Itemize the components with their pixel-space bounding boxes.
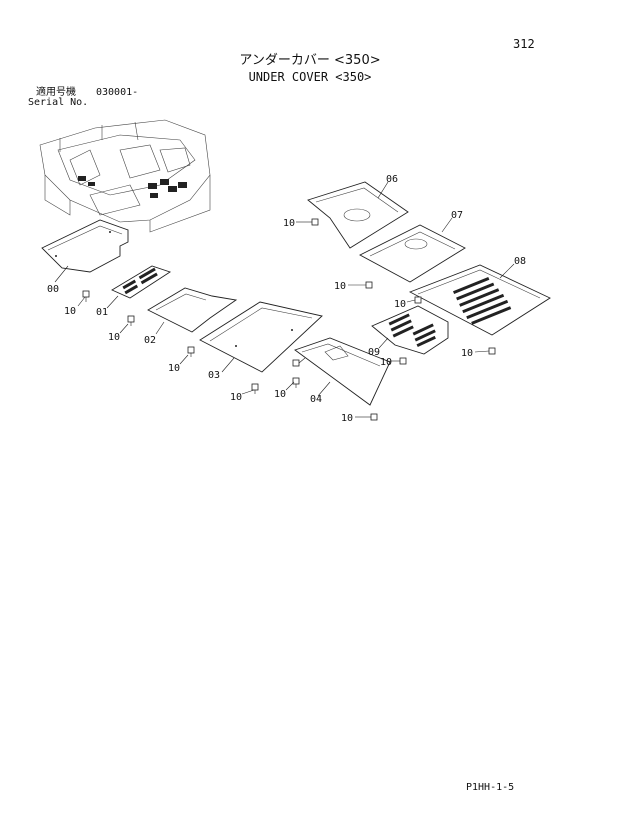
part-09-vent-plate — [371, 305, 449, 355]
part-07-cover-plate — [359, 224, 466, 283]
callout-10: 10 — [334, 281, 346, 292]
page-number: 312 — [513, 37, 535, 51]
bolt-icon — [414, 296, 422, 304]
bolt-icon — [251, 383, 259, 394]
title-english: UNDER COVER <350> — [248, 70, 372, 84]
callout-10: 10 — [108, 332, 120, 343]
callout-10: 10 — [394, 299, 406, 310]
bolt-markers — [82, 218, 496, 421]
bolt-icon — [311, 218, 319, 226]
footer-code: P1HH-1-5 — [466, 782, 515, 793]
bolt-icon — [370, 413, 378, 421]
serial-label-japanese: 適用号機 — [36, 87, 76, 98]
machine-overview-sketch — [39, 119, 211, 233]
callout-10: 10 — [64, 306, 76, 317]
part-00-cover-plate — [41, 219, 129, 273]
bolt-icon — [399, 357, 407, 365]
bolt-icon — [292, 359, 300, 367]
bolt-icon — [187, 346, 195, 357]
callout-10: 10 — [274, 389, 286, 400]
callout-09: 09 — [368, 347, 380, 358]
title-japanese: アンダーカバー <350> — [239, 53, 381, 68]
bolt-icon — [292, 377, 300, 388]
callout-10: 10 — [230, 392, 242, 403]
part-03-cover-plate — [199, 301, 323, 373]
callout-02: 02 — [144, 335, 156, 346]
callout-08: 08 — [514, 256, 526, 267]
callout-03: 03 — [208, 370, 220, 381]
vent-slots — [453, 276, 512, 325]
bolt-icon — [365, 281, 373, 289]
bolt-icon — [488, 347, 496, 355]
callout-10: 10 — [380, 357, 392, 368]
part-08-vent-plate — [408, 264, 551, 336]
bolt-icon — [127, 315, 135, 326]
callout-10: 10 — [283, 218, 295, 229]
callout-01: 01 — [96, 307, 108, 318]
serial-number-value: 030001- — [96, 87, 139, 98]
part-06-cover-plate — [307, 181, 409, 249]
part-04-cover-plate — [294, 337, 391, 406]
callout-10: 10 — [168, 363, 180, 374]
callout-00: 00 — [47, 284, 59, 295]
callout-04: 04 — [310, 394, 322, 405]
callout-07: 07 — [451, 210, 463, 221]
callout-10: 10 — [461, 348, 473, 359]
serial-label-english: Serial No. — [28, 97, 89, 108]
callout-06: 06 — [386, 174, 398, 185]
part-01-vent-plate — [111, 265, 172, 299]
callout-10: 10 — [341, 413, 353, 424]
part-02-cover-plate — [147, 287, 238, 333]
bolt-icon — [82, 290, 90, 302]
